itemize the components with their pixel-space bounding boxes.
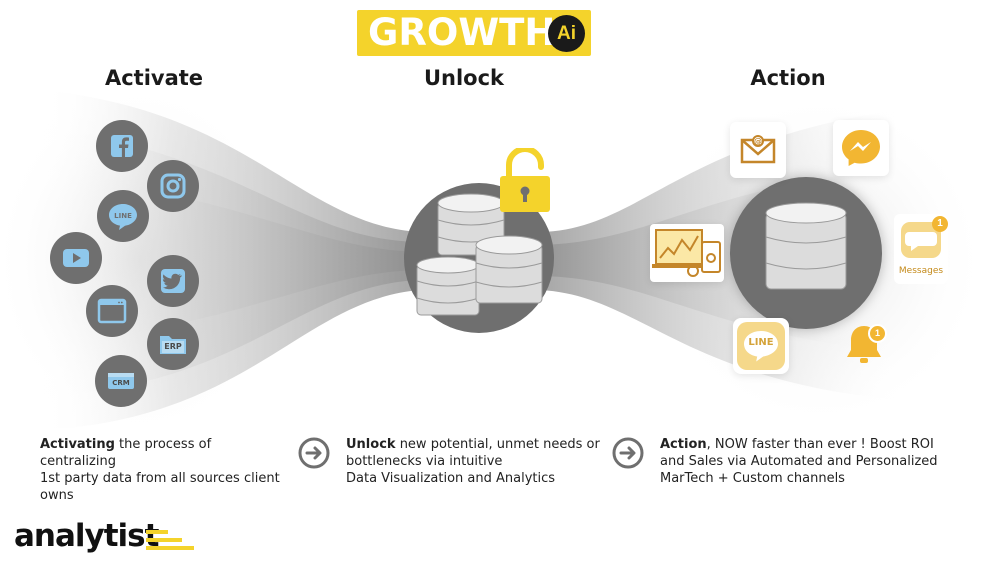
stage-heading-action: Action xyxy=(750,66,826,90)
messages-channel-tile: 1 Messages xyxy=(894,214,948,284)
svg-text:@: @ xyxy=(754,137,762,146)
instagram-icon xyxy=(147,160,199,212)
activate-description-line1: the process of centralizing xyxy=(40,437,212,469)
unlock-description-line1: new potential, unmet needs or xyxy=(395,437,600,452)
action-description: Action, NOW faster than ever ! Boost ROI… xyxy=(660,436,960,487)
facebook-icon xyxy=(96,120,148,172)
action-description-line3: MarTech + Custom channels xyxy=(660,471,845,486)
stage-heading-unlock: Unlock xyxy=(423,66,505,90)
crm-label: CRM xyxy=(112,379,130,387)
arrow-right-icon-2 xyxy=(612,437,644,469)
stage-heading-activate: Activate xyxy=(104,66,204,90)
erp-label: ERP xyxy=(164,342,182,351)
logo-text: GROWTH xyxy=(368,11,556,54)
line-app-icon xyxy=(737,322,785,370)
messenger-channel-tile xyxy=(833,120,889,176)
notification-channel-tile: 1 xyxy=(840,318,892,376)
messages-label: Messages xyxy=(898,266,944,276)
unlock-description-bold: Unlock xyxy=(346,437,396,452)
line-channel-tile: LINE xyxy=(733,318,789,374)
line-label: LINE xyxy=(748,337,774,348)
activate-description-bold: Activating xyxy=(40,437,115,452)
crm-card-icon: CRM xyxy=(95,355,147,407)
messages-bubble-icon xyxy=(901,222,941,258)
action-database-icon xyxy=(765,202,847,290)
action-description-bold: Action xyxy=(660,437,707,452)
activate-description: Activating the process of centralizing 1… xyxy=(40,436,290,504)
messages-badge: 1 xyxy=(932,216,948,232)
analytist-logo-text: analytist xyxy=(14,518,159,554)
youtube-icon xyxy=(50,232,102,284)
unlock-description-line2: bottlenecks via intuitive xyxy=(346,454,503,469)
arrow-right-icon xyxy=(298,437,330,469)
unlock-description-line3: Data Visualization and Analytics xyxy=(346,471,556,486)
svg-text:LINE: LINE xyxy=(114,212,132,220)
analytist-logo-bars xyxy=(146,530,194,550)
email-channel-tile: @ xyxy=(730,122,786,178)
database-stack-icon xyxy=(416,193,543,316)
activate-description-line3: owns xyxy=(40,488,74,503)
action-description-line2: and Sales via Automated and Personalized xyxy=(660,454,938,469)
line-icon: LINE xyxy=(97,190,149,242)
unlocked-padlock-icon xyxy=(500,148,550,212)
logo-ai-badge: Ai xyxy=(548,15,585,52)
messenger-icon xyxy=(842,130,880,166)
action-description-line1: , NOW faster than ever ! Boost ROI xyxy=(706,437,934,452)
analytics-dashboard-icon xyxy=(652,229,721,277)
activate-description-line2: 1st party data from all sources client xyxy=(40,471,280,486)
browser-window-icon xyxy=(86,285,138,337)
email-icon: @ xyxy=(740,135,776,164)
notification-badge: 1 xyxy=(868,324,887,343)
erp-folder-icon: ERP xyxy=(147,318,199,370)
twitter-icon xyxy=(147,255,199,307)
dashboard-channel-tile xyxy=(650,224,724,282)
unlock-description: Unlock new potential, unmet needs or bot… xyxy=(346,436,601,487)
